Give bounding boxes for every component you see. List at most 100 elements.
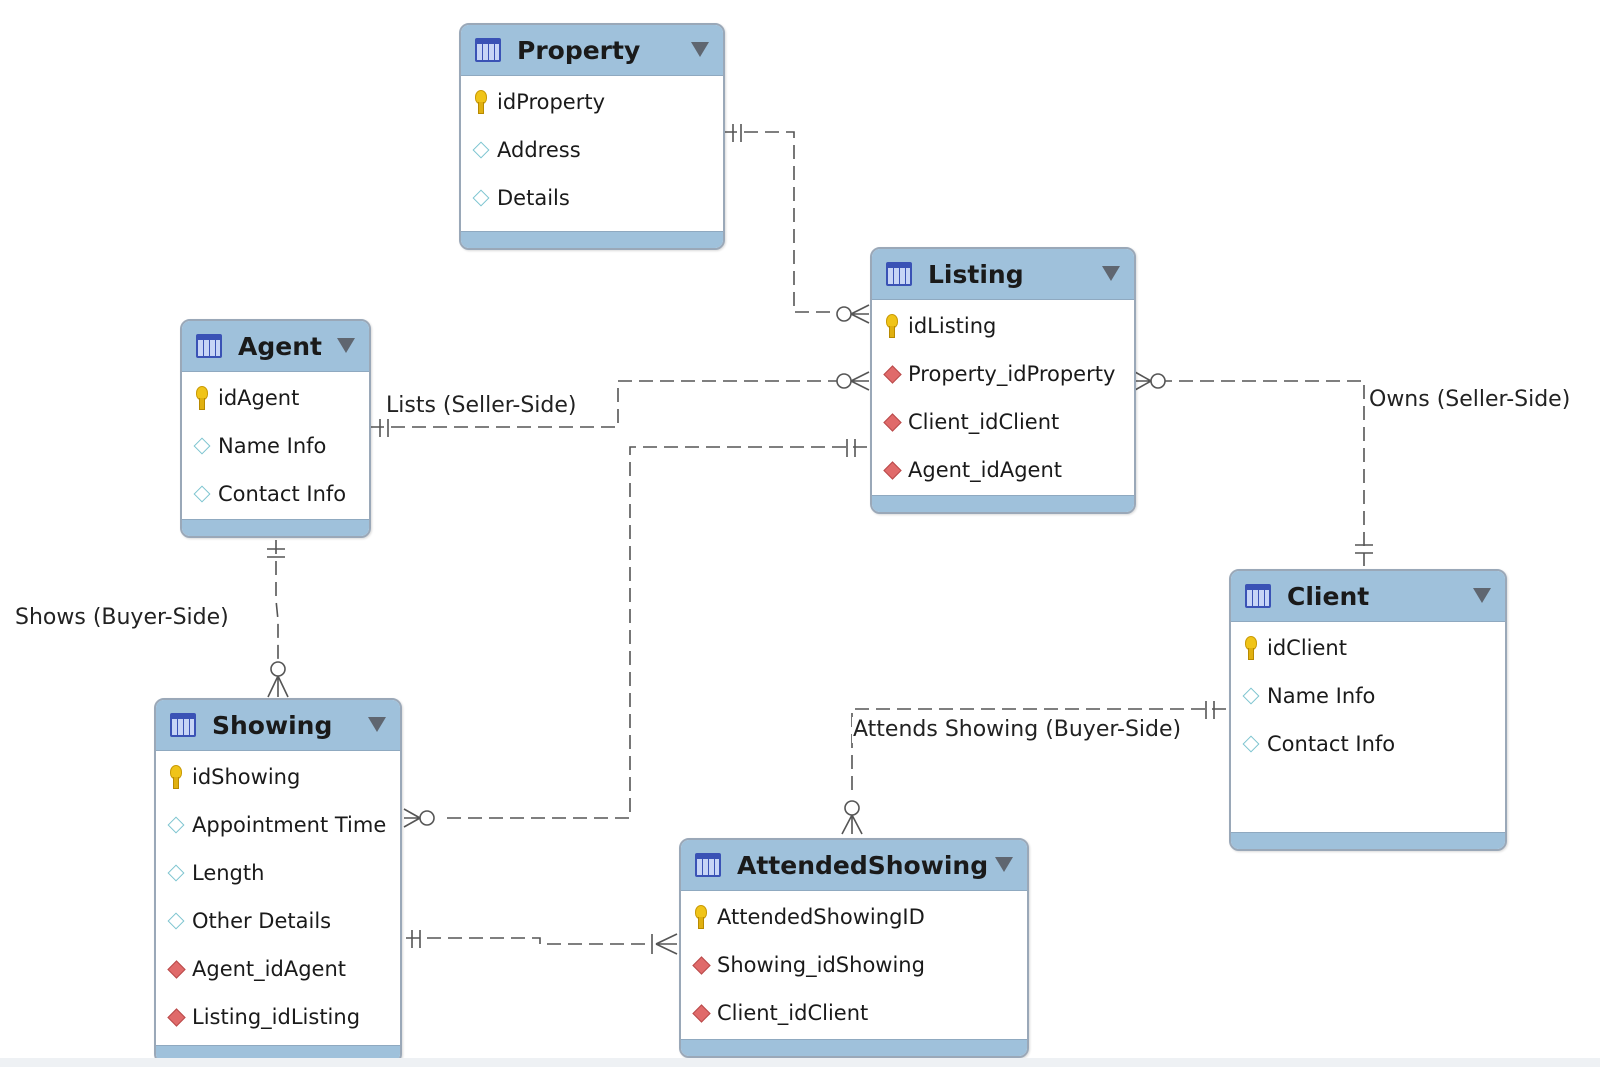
attribute-name: Client_idClient [908, 410, 1060, 434]
attribute-row[interactable]: Client_idClient [681, 989, 1027, 1037]
attribute-row[interactable]: Name Info [1231, 672, 1505, 720]
attribute-name: Name Info [1267, 684, 1376, 708]
entity-header-attendedshowing[interactable]: AttendedShowing [681, 840, 1027, 891]
entity-footer [156, 1045, 400, 1062]
column-icon [473, 138, 487, 162]
attribute-name: idProperty [497, 90, 606, 114]
attribute-name: Length [192, 861, 265, 885]
relationship-label-owns: Owns (Seller-Side) [1368, 387, 1572, 413]
attribute-row[interactable]: Listing_idListing [156, 993, 400, 1041]
cardinality-zero-showing-listing [419, 810, 435, 826]
relationship-label-attends: Attends Showing (Buyer-Side) [852, 717, 1183, 743]
attribute-row[interactable]: idShowing [156, 753, 400, 801]
attribute-name: Client_idClient [717, 1001, 869, 1025]
attribute-row[interactable]: idProperty [461, 78, 723, 126]
collapse-triangle-icon[interactable] [691, 42, 709, 57]
crowfoot-listing-client [1134, 371, 1152, 391]
column-icon [168, 909, 182, 933]
attribute-name: Property_idProperty [908, 362, 1116, 386]
attribute-row[interactable]: Address [461, 126, 723, 174]
entity-showing[interactable]: Showing idShowing Appointment Time Lengt… [154, 698, 402, 1064]
column-icon [194, 434, 208, 458]
attribute-row[interactable]: idListing [872, 302, 1134, 350]
crowfoot-listing-agent [850, 371, 870, 391]
entity-header-listing[interactable]: Listing [872, 249, 1134, 300]
collapse-triangle-icon[interactable] [995, 857, 1013, 872]
attribute-name: Contact Info [1267, 732, 1396, 756]
column-icon [1243, 732, 1257, 756]
attribute-row[interactable]: Showing_idShowing [681, 941, 1027, 989]
entity-header-client[interactable]: Client [1231, 571, 1505, 622]
attribute-name: Listing_idListing [192, 1005, 361, 1029]
attribute-name: Showing_idShowing [717, 953, 925, 977]
attribute-name: Appointment Time [192, 813, 387, 837]
table-icon [1245, 584, 1271, 608]
entity-footer [182, 519, 369, 536]
attribute-list-client: idClient Name Info Contact Info [1231, 622, 1505, 768]
attribute-row[interactable]: Other Details [156, 897, 400, 945]
collapse-triangle-icon[interactable] [337, 338, 355, 353]
connector-showing-attended [406, 937, 650, 945]
primary-key-icon [473, 90, 487, 114]
connector-client-listing [1158, 380, 1365, 566]
column-icon [168, 861, 182, 885]
foreign-key-icon [884, 362, 898, 386]
table-icon [170, 713, 196, 737]
attribute-row[interactable]: Agent_idAgent [156, 945, 400, 993]
attribute-list-showing: idShowing Appointment Time Length Other … [156, 751, 400, 1041]
attribute-row[interactable]: Contact Info [1231, 720, 1505, 768]
primary-key-icon [884, 314, 898, 338]
connector-agent-listing [370, 380, 837, 428]
column-icon [194, 482, 208, 506]
entity-listing[interactable]: Listing idListing Property_idProperty Cl… [870, 247, 1136, 514]
table-icon [695, 853, 721, 877]
foreign-key-icon [693, 1001, 707, 1025]
collapse-triangle-icon[interactable] [1473, 588, 1491, 603]
attribute-row[interactable]: Client_idClient [872, 398, 1134, 446]
crowfoot-listing-property [850, 304, 870, 324]
table-icon [196, 334, 222, 358]
attribute-row[interactable]: Agent_idAgent [872, 446, 1134, 494]
entity-footer [872, 495, 1134, 512]
attribute-row[interactable]: AttendedShowingID [681, 893, 1027, 941]
attribute-list-property: idProperty Address Details [461, 76, 723, 222]
foreign-key-icon [168, 1005, 182, 1029]
crowfoot-attended-showing [655, 933, 678, 955]
attribute-name: idAgent [218, 386, 300, 410]
entity-agent[interactable]: Agent idAgent Name Info Contact Info [180, 319, 371, 538]
foreign-key-icon [168, 957, 182, 981]
entity-header-property[interactable]: Property [461, 25, 723, 76]
entity-header-agent[interactable]: Agent [182, 321, 369, 372]
primary-key-icon [1243, 636, 1257, 660]
attribute-name: AttendedShowingID [717, 905, 925, 929]
entity-attendedshowing[interactable]: AttendedShowing AttendedShowingID Showin… [679, 838, 1029, 1058]
attribute-row[interactable]: Contact Info [182, 470, 369, 518]
entity-title-client: Client [1287, 581, 1370, 611]
collapse-triangle-icon[interactable] [368, 717, 386, 732]
entity-title-listing: Listing [928, 259, 1024, 289]
bottom-strip [0, 1058, 1600, 1067]
attribute-name: Agent_idAgent [908, 458, 1062, 482]
crowfoot-showing-listing [403, 808, 421, 828]
entity-title-agent: Agent [238, 331, 322, 361]
attribute-row[interactable]: Length [156, 849, 400, 897]
entity-property[interactable]: Property idProperty Address Details [459, 23, 725, 250]
cardinality-zero-showing-agent [270, 661, 286, 677]
entity-client[interactable]: Client idClient Name Info Contact Info [1229, 569, 1507, 851]
connector-property-listing [723, 131, 837, 313]
attribute-name: Other Details [192, 909, 332, 933]
entity-header-showing[interactable]: Showing [156, 700, 400, 751]
attribute-row[interactable]: idClient [1231, 624, 1505, 672]
attribute-name: Agent_idAgent [192, 957, 346, 981]
attribute-row[interactable]: Appointment Time [156, 801, 400, 849]
cardinality-zero-listing-property [836, 306, 852, 322]
attribute-list-agent: idAgent Name Info Contact Info [182, 372, 369, 518]
attribute-row[interactable]: Property_idProperty [872, 350, 1134, 398]
attribute-row[interactable]: idAgent [182, 374, 369, 422]
attribute-name: Contact Info [218, 482, 347, 506]
collapse-triangle-icon[interactable] [1102, 266, 1120, 281]
crowfoot-attended-client [841, 814, 863, 835]
cardinality-zero-attended-client [844, 800, 860, 816]
attribute-row[interactable]: Name Info [182, 422, 369, 470]
attribute-row[interactable]: Details [461, 174, 723, 222]
